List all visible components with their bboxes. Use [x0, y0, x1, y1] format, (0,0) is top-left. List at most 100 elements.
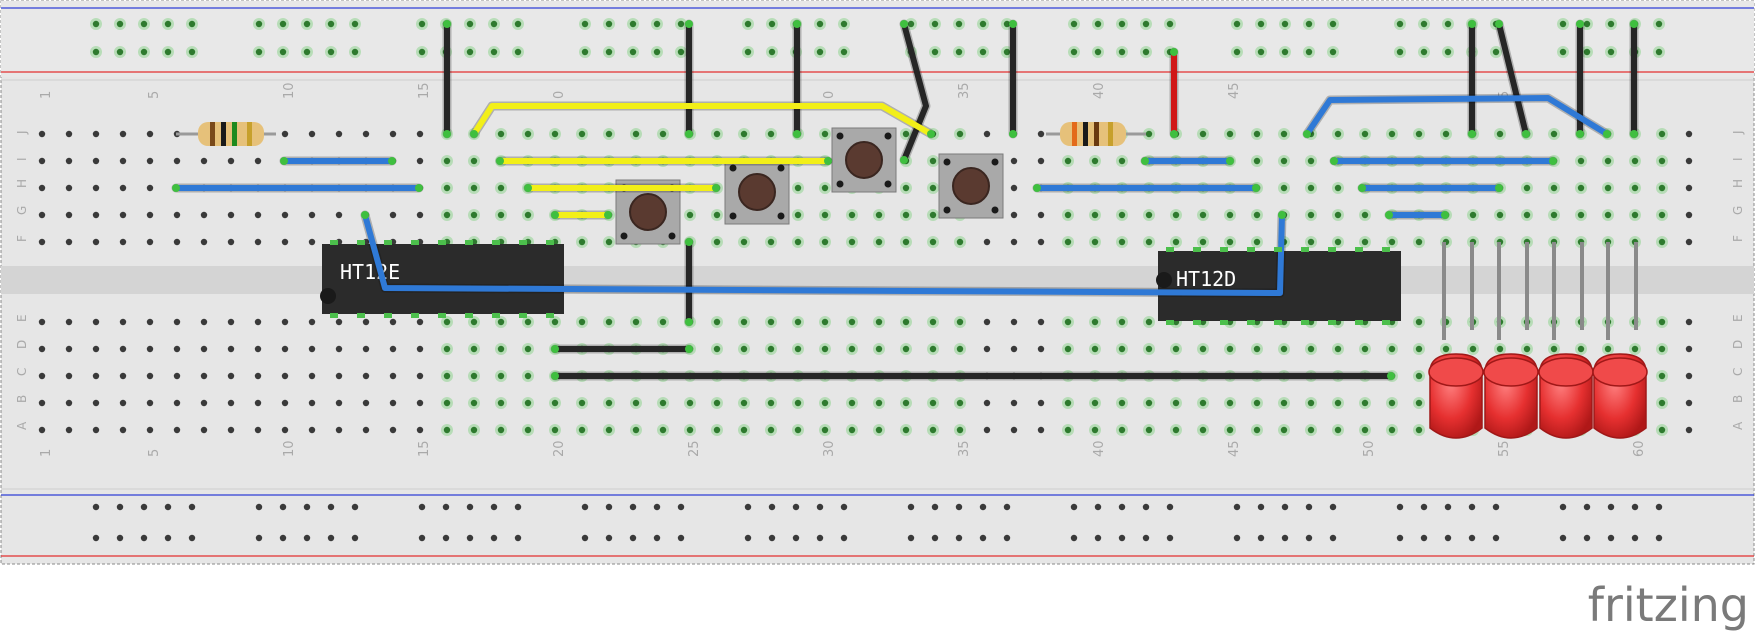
breadboard-hole — [1496, 130, 1504, 138]
breadboard-hole — [227, 238, 235, 246]
breadboard-hole — [1172, 211, 1180, 219]
breadboard-hole — [767, 345, 775, 353]
breadboard-hole — [1064, 211, 1072, 219]
black-wire — [901, 21, 929, 163]
breadboard-hole — [281, 345, 289, 353]
breadboard-hole — [1253, 130, 1261, 138]
breadboard-hole — [1172, 399, 1180, 407]
rail-hole — [744, 48, 752, 56]
breadboard-hole — [335, 426, 343, 434]
rail-hole — [1420, 534, 1428, 542]
breadboard-hole — [1037, 130, 1045, 138]
breadboard-hole — [38, 211, 46, 219]
rail-hole — [1142, 48, 1150, 56]
rail-hole — [1492, 534, 1500, 542]
breadboard-hole — [254, 345, 262, 353]
breadboard-hole — [929, 318, 937, 326]
breadboard-hole — [1226, 345, 1234, 353]
rail-hole — [979, 48, 987, 56]
breadboard-hole — [146, 318, 154, 326]
column-number: 35 — [957, 440, 972, 457]
rail-hole — [514, 20, 522, 28]
breadboard-hole — [1550, 345, 1558, 353]
rail-hole — [1094, 20, 1102, 28]
breadboard-hole — [38, 372, 46, 380]
breadboard-hole — [254, 426, 262, 434]
breadboard-hole — [497, 426, 505, 434]
rail-hole — [768, 20, 776, 28]
breadboard-hole — [1010, 238, 1018, 246]
breadboard-hole — [929, 157, 937, 165]
breadboard-hole — [254, 399, 262, 407]
resistor-2[interactable] — [1046, 122, 1146, 146]
breadboard-hole — [1685, 238, 1693, 246]
rail-hole — [164, 503, 172, 511]
breadboard-hole — [335, 399, 343, 407]
rail-hole — [1257, 48, 1265, 56]
chip-ht12e[interactable]: HT12E — [320, 244, 564, 314]
resistor-1[interactable] — [176, 122, 276, 146]
breadboard-hole — [1064, 345, 1072, 353]
rail-hole — [1420, 503, 1428, 511]
led-red[interactable] — [1538, 242, 1594, 439]
breadboard-hole — [1631, 157, 1639, 165]
rail-hole — [303, 20, 311, 28]
rail-hole — [1118, 534, 1126, 542]
breadboard-hole — [578, 318, 586, 326]
row-letter: A — [15, 421, 29, 430]
chip-pin — [438, 313, 446, 318]
breadboard-hole — [1253, 426, 1261, 434]
led-red[interactable] — [1483, 242, 1539, 439]
rail-hole — [605, 20, 613, 28]
led-red[interactable] — [1592, 242, 1648, 439]
breadboard-hole — [497, 130, 505, 138]
breadboard-hole — [1118, 211, 1126, 219]
breadboard-hole — [848, 238, 856, 246]
chip-pin — [1247, 320, 1255, 325]
breadboard-hole — [1577, 345, 1585, 353]
chip-pin — [1355, 247, 1363, 252]
breadboard-hole — [362, 426, 370, 434]
rail-hole — [1492, 503, 1500, 511]
row-letter: G — [15, 206, 29, 215]
breadboard-hole — [686, 399, 694, 407]
breadboard-hole — [983, 130, 991, 138]
breadboard-hole — [119, 345, 127, 353]
rail-hole — [1583, 20, 1591, 28]
chip-pin — [1166, 247, 1174, 252]
breadboard-hole — [1010, 318, 1018, 326]
breadboard-hole — [605, 130, 613, 138]
column-number: 40 — [1092, 82, 1107, 99]
breadboard-hole — [1064, 318, 1072, 326]
breadboard-hole — [956, 345, 964, 353]
breadboard-hole — [1145, 238, 1153, 246]
breadboard-hole — [821, 211, 829, 219]
rail-hole — [1166, 503, 1174, 511]
column-number: 40 — [1092, 440, 1107, 457]
chip-pin — [1382, 320, 1390, 325]
button-cap — [845, 141, 883, 179]
column-number: 45 — [1227, 82, 1242, 99]
rail-hole — [303, 503, 311, 511]
breadboard-hole — [497, 184, 505, 192]
breadboard-hole — [470, 211, 478, 219]
breadboard-hole — [956, 130, 964, 138]
breadboard-hole — [254, 318, 262, 326]
push-button[interactable] — [938, 153, 1004, 219]
breadboard-hole — [65, 157, 73, 165]
push-button[interactable] — [724, 159, 790, 225]
rail-hole — [1094, 534, 1102, 542]
breadboard-hole — [1145, 130, 1153, 138]
rail-hole — [931, 48, 939, 56]
led-red[interactable] — [1428, 242, 1484, 439]
push-button[interactable] — [831, 127, 897, 193]
rail-hole — [1094, 503, 1102, 511]
breadboard-hole — [92, 130, 100, 138]
breadboard-hole — [875, 318, 883, 326]
breadboard-hole — [1685, 426, 1693, 434]
breadboard-hole — [335, 372, 343, 380]
breadboard-hole — [281, 238, 289, 246]
rail-hole — [1396, 534, 1404, 542]
breadboard-hole — [443, 372, 451, 380]
breadboard-hole — [1361, 211, 1369, 219]
